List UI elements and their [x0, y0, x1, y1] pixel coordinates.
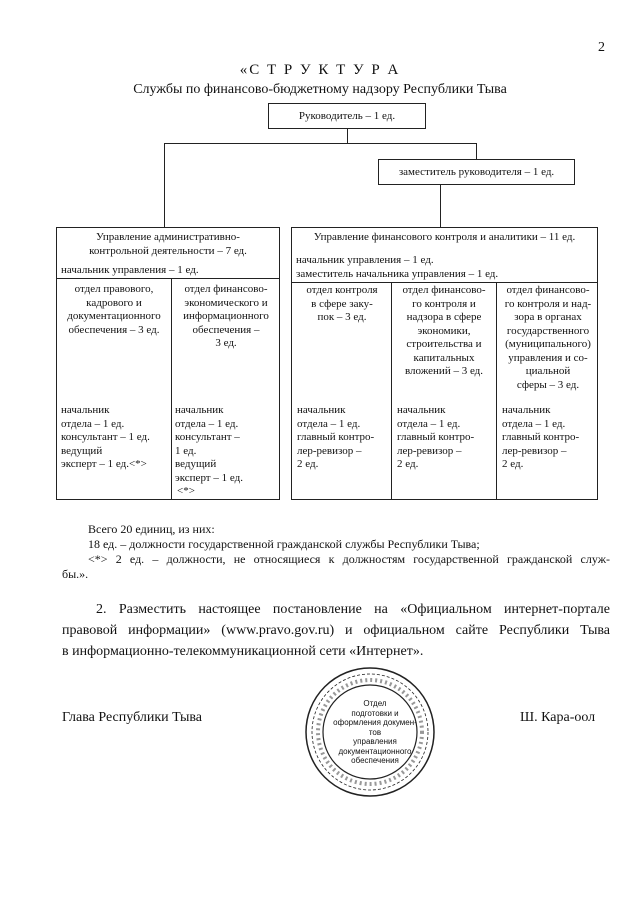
note-civil-service: 18 ед. – должности государственной гражд…	[88, 537, 480, 551]
head-label: Руководитель – 1 ед.	[298, 110, 396, 122]
divider	[391, 282, 392, 500]
divider	[496, 282, 497, 500]
unit-name: отдел финансово- экономического и информ…	[183, 283, 269, 349]
right-dept-head: начальник управления – 1 ед.	[296, 254, 434, 266]
document-title: «С Т Р У К Т У Р А	[239, 62, 401, 78]
note-other-positions: <*> 2 ед. – должности, не относящиеся к …	[88, 552, 610, 566]
connector	[440, 185, 441, 227]
resolution-paragraph: 2. Разместить настоящее постановление на…	[62, 602, 610, 659]
unit-staff: начальник отдела – 1 ед. главный контро-…	[502, 404, 580, 470]
divider	[57, 278, 279, 279]
left-dept-title: Управление административно-	[96, 231, 240, 243]
connector	[164, 143, 476, 144]
unit-name: отдел контроля в сфере заку- пок – 3 ед.	[306, 284, 378, 323]
right-dept-deputy: заместитель начальника управления – 1 ед…	[296, 268, 499, 280]
note-other-positions-cont: бы.».	[62, 567, 89, 581]
unit-staff: начальник отдела – 1 ед. главный контро-…	[397, 404, 475, 470]
unit-staff: начальник отдела – 1 ед. главный контро-…	[297, 404, 375, 470]
connector	[164, 143, 165, 227]
left-department-box: Управление административно- контрольной …	[56, 227, 280, 500]
right-department-box: Управление финансового контроля и аналит…	[291, 227, 598, 500]
deputy-box: заместитель руководителя – 1 ед.	[378, 159, 575, 185]
head-box: Руководитель – 1 ед.	[268, 103, 426, 129]
unit-name: отдел финансово- го контроля и надзора в…	[402, 284, 486, 377]
signature-position: Глава Республики Тыва	[62, 710, 203, 725]
unit-staff: начальник отдела – 1 ед. консультант – 1…	[61, 404, 150, 470]
deputy-label: заместитель руководителя – 1 ед.	[398, 166, 555, 178]
connector	[476, 143, 477, 159]
unit-name: отдел правового, кадрового и документаци…	[67, 283, 161, 336]
unit-staff: начальник отдела – 1 ед. консультант – 1…	[175, 404, 243, 497]
right-dept-title: Управление финансового контроля и аналит…	[313, 231, 576, 243]
left-dept-title: контрольной деятельности – 7 ед.	[89, 245, 247, 257]
stamp-inner-text: Отдел подготовки и оформления докумен-то…	[333, 699, 417, 765]
signature-name: Ш. Кара-оол	[520, 710, 596, 725]
page-number: 2	[598, 40, 605, 55]
connector	[347, 129, 348, 143]
stamp-seal-icon	[305, 667, 435, 797]
unit-name: отдел финансово- го контроля и над- зора…	[504, 284, 592, 391]
divider	[292, 282, 597, 283]
left-dept-head: начальник управления – 1 ед.	[61, 264, 199, 276]
divider	[171, 278, 172, 500]
note-total: Всего 20 единиц, из них:	[88, 522, 215, 536]
document-subtitle: Службы по финансово-бюджетному надзору Р…	[133, 82, 507, 97]
